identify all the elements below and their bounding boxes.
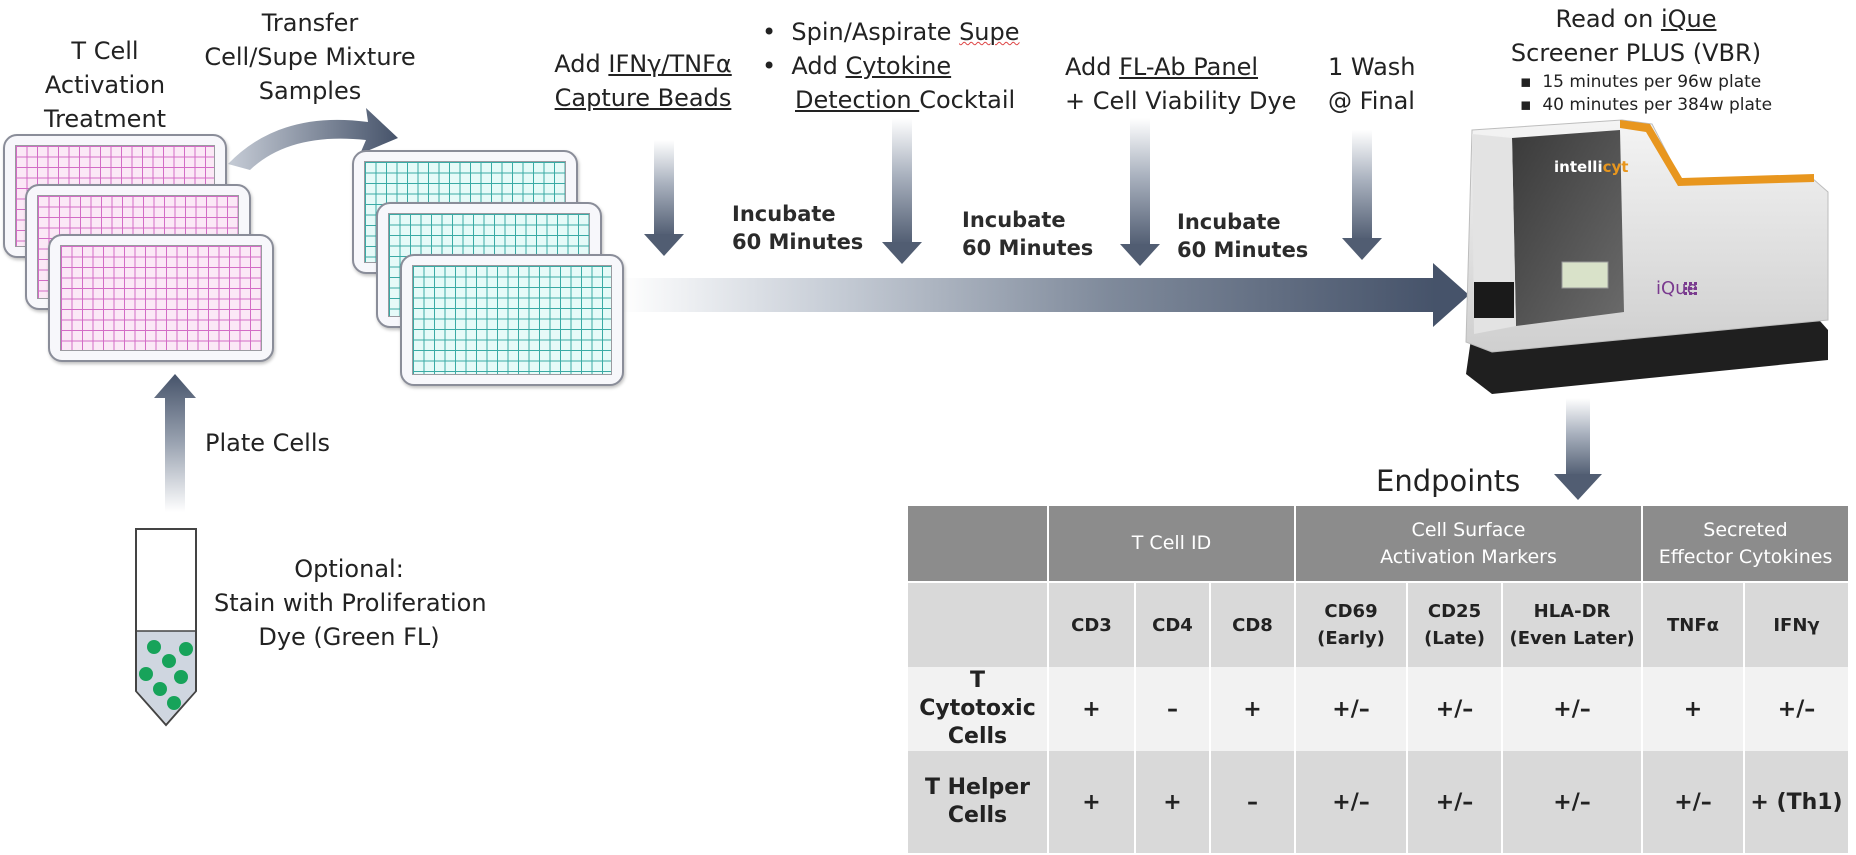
- table-cell: +/–: [1295, 751, 1409, 853]
- optional-stain-label: Optional: Stain with Proliferation Dye (…: [214, 555, 487, 651]
- table-row-t-cytotoxic: T Cytotoxic Cells + – + +/– +/– +/– + +/…: [908, 667, 1851, 751]
- row-label: T Cytotoxic Cells: [908, 667, 1049, 751]
- row-label: T Helper Cells: [908, 751, 1049, 853]
- table-cell: +: [1048, 751, 1136, 853]
- ique-screener-instrument: [1465, 119, 1829, 394]
- incubate-label-3: Incubate 60 Minutes: [1177, 210, 1309, 262]
- table-cell: +/–: [1295, 667, 1409, 751]
- table-cell: +/–: [1502, 751, 1644, 853]
- plate-cells-up-arrow: [154, 374, 196, 512]
- read-label: Read on iQue Screener PLUS (VBR): [1510, 5, 1762, 67]
- endpoints-table: T Cell ID Cell Surface Activation Marker…: [908, 506, 1851, 853]
- table-cell: +/–: [1642, 751, 1746, 853]
- read-bullets: ▪ 15 minutes per 96w plate ▪ 40 minutes …: [1520, 72, 1773, 115]
- column-header: TNFα: [1642, 582, 1746, 667]
- column-header: HLA-DR (Even Later): [1502, 582, 1644, 667]
- table-cell: +/–: [1502, 667, 1644, 751]
- group-header-blank: [908, 506, 1049, 583]
- intellicyt-logo: intellicyt: [1554, 158, 1629, 176]
- table-cell: + (Th1): [1744, 751, 1851, 853]
- table-cell: +/–: [1407, 667, 1504, 751]
- table-group-header: T Cell ID Cell Surface Activation Marker…: [908, 506, 1851, 583]
- down-arrow-wash: [1342, 130, 1382, 260]
- column-header: CD4: [1135, 582, 1211, 667]
- table-column-header: CD3 CD4 CD8 CD69 (Early) CD25 (Late) HLA…: [908, 582, 1851, 667]
- add-beads-label: Add IFNγ/TNFα Capture Beads: [554, 50, 732, 112]
- down-arrow-cocktail: [882, 118, 922, 264]
- table-cell: +: [1048, 667, 1136, 751]
- table-cell: –: [1135, 667, 1211, 751]
- activation-label: T Cell Activation Treatment: [43, 37, 167, 133]
- table-cell: +/–: [1744, 667, 1851, 751]
- main-flow-arrow-shaft: [620, 278, 1435, 312]
- table-row-t-helper: T Helper Cells + + – +/– +/– +/– +/– + (…: [908, 751, 1851, 853]
- transfer-label: Transfer Cell/Supe Mixture Samples: [204, 9, 416, 105]
- ique-badge: iQue: [1656, 278, 1698, 299]
- wash-label: 1 Wash @ Final: [1328, 53, 1416, 115]
- group-header-surface-markers: Cell Surface Activation Markers: [1295, 506, 1644, 583]
- group-header-tcell-id: T Cell ID: [1048, 506, 1297, 583]
- column-header: CD69 (Early): [1295, 582, 1409, 667]
- activation-plate-3: [48, 234, 274, 362]
- spin-aspirate-label: • Spin/Aspirate Supe • Add Cytokine Dete…: [762, 18, 1020, 114]
- proliferation-dye-tube: [135, 528, 197, 727]
- plate-cells-label: Plate Cells: [205, 429, 331, 457]
- table-cell: +: [1135, 751, 1211, 853]
- column-header-blank: [908, 582, 1049, 667]
- add-panel-label: Add FL-Ab Panel + Cell Viability Dye: [1065, 53, 1297, 115]
- column-header: CD3: [1048, 582, 1136, 667]
- group-header-cytokines: Secreted Effector Cytokines: [1642, 506, 1851, 583]
- down-arrow-panel: [1120, 118, 1160, 266]
- table-cell: +: [1210, 667, 1297, 751]
- endpoints-title: Endpoints: [1376, 464, 1521, 498]
- down-arrow-endpoints: [1554, 398, 1602, 500]
- main-flow-arrow-head: [1433, 263, 1469, 327]
- transfer-curve-arrow: [228, 108, 398, 170]
- down-arrow-beads: [644, 140, 684, 256]
- table-cell: –: [1210, 751, 1297, 853]
- column-header: IFNγ: [1744, 582, 1851, 667]
- table-cell: +: [1642, 667, 1746, 751]
- table-cell: +/–: [1407, 751, 1504, 853]
- incubate-label-2: Incubate 60 Minutes: [962, 208, 1094, 260]
- column-header: CD25 (Late): [1407, 582, 1504, 667]
- column-header: CD8: [1210, 582, 1297, 667]
- incubate-label-1: Incubate 60 Minutes: [732, 202, 864, 254]
- transfer-plate-3: [400, 254, 624, 386]
